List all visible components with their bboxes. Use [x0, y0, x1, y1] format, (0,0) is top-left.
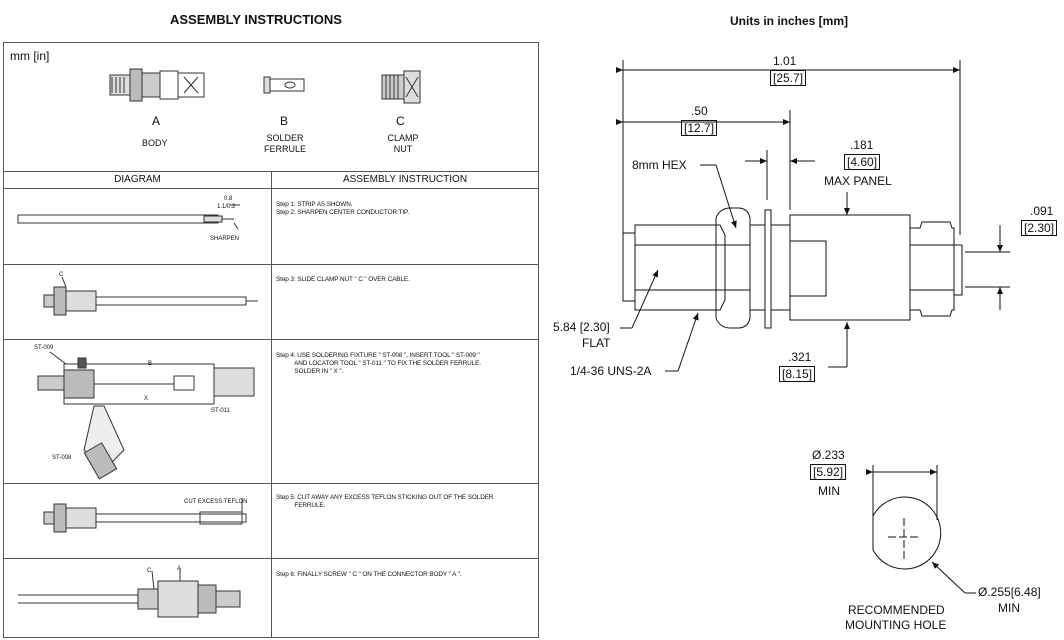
step-6-text: Step 6: FINALLY SCREW " C " ON THE CONNE… — [276, 571, 462, 578]
step-5-text: Step 5: CUT AWAY ANY EXCESS TEFLON STICK… — [276, 494, 494, 509]
dia-in: .321 — [788, 350, 812, 364]
sharpen-label: SHARPEN — [210, 236, 240, 242]
hole-label-1: RECOMMENDED — [848, 603, 945, 617]
instruction-header: ASSEMBLY INSTRUCTION — [342, 174, 468, 185]
st011-label: ST-011 — [211, 408, 230, 414]
c6-label: C — [147, 568, 152, 574]
hole-d1-mm: [5.92] — [810, 464, 847, 480]
panel-label: MAX PANEL — [824, 174, 892, 188]
pin-dim-in: .091 — [1030, 204, 1054, 218]
ferrule-part-drawing — [263, 76, 305, 94]
x-label: X — [144, 396, 149, 402]
cut-teflon-label: CUT EXCESS TEFLON — [184, 499, 248, 505]
assembly-table: mm [in] A BODY B SOLDER FERRULE C — [3, 42, 539, 638]
panel-dim-in: .181 — [850, 138, 874, 152]
st008-label: ST-008 — [52, 455, 72, 461]
units-label: Units in inches [mm] — [730, 14, 849, 28]
hex-len-mm: [12.7] — [681, 120, 718, 136]
part-a-name: BODY — [142, 138, 168, 148]
flat-value: 5.84 [2.30] — [553, 320, 610, 334]
hole-d1-min: MIN — [818, 484, 840, 498]
hole-d2-min: MIN — [998, 601, 1020, 615]
part-c-letter: C — [396, 114, 405, 128]
body-part-drawing — [109, 68, 205, 102]
thread-label: 1/4-36 UNS-2A — [570, 364, 652, 378]
step3-diagram — [43, 276, 258, 316]
part-b-letter: B — [280, 114, 289, 128]
b-label: B — [148, 361, 153, 367]
hole-d2: Ø.255[6.48] — [978, 585, 1041, 599]
hex-label: 8mm HEX — [632, 158, 687, 172]
part-b-name-2: FERRULE — [263, 144, 306, 154]
label-c: C — [59, 272, 64, 278]
strip-dim-top: 0.8 — [224, 196, 233, 202]
strip-dim-bottom: 1.1/0.2 — [217, 204, 236, 210]
part-c-name-1: CLAMP — [387, 133, 419, 143]
step5-diagram — [43, 498, 247, 533]
step-1-2-text: Step 1: STRIP AS SHOWN. Step 2: SHARPEN … — [276, 201, 410, 216]
panel-dim-mm: [4.60] — [844, 154, 881, 170]
hole-label-2: MOUNTING HOLE — [845, 618, 947, 632]
overall-dim-mm: [25.7] — [770, 70, 807, 86]
step-4-text: Step 4: USE SOLDERING FIXTURE " ST-008 "… — [276, 352, 481, 375]
step4-diagram — [37, 351, 255, 480]
step6-diagram — [18, 569, 241, 618]
pin-dim-mm: [2.30] — [1021, 220, 1058, 236]
dia-mm: [8.15] — [779, 366, 816, 382]
connector-drawing — [616, 60, 1010, 594]
hole-d1-in: Ø.233 — [812, 448, 845, 462]
flat-label: FLAT — [582, 336, 611, 350]
part-a-letter: A — [152, 114, 161, 128]
part-b-name-1: SOLDER — [266, 133, 304, 143]
a6-label: A — [177, 566, 182, 572]
overall-dim-in: 1.01 — [773, 54, 797, 68]
hex-len-in: .50 — [691, 104, 708, 118]
step1-diagram — [17, 204, 240, 230]
unit-note: mm [in] — [10, 49, 50, 63]
step-3-text: Step 3: SLIDE CLAMP NUT " C " OVER CABLE… — [276, 276, 410, 283]
assembly-title: ASSEMBLY INSTRUCTIONS — [170, 12, 342, 27]
clamp-nut-drawing — [381, 70, 421, 104]
diagram-header: DIAGRAM — [114, 174, 161, 185]
part-c-name-2: NUT — [393, 144, 413, 154]
st009-label: ST-009 — [34, 345, 54, 351]
